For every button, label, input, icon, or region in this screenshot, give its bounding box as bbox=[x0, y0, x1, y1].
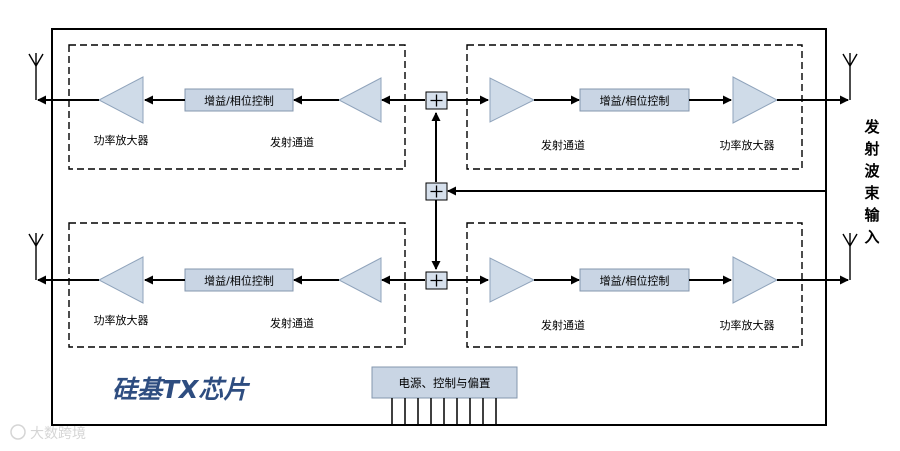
channel-top-right: 增益/相位控制 发射通道 功率放大器 bbox=[447, 76, 849, 152]
watermark-logo-icon bbox=[10, 424, 26, 440]
plus-icon bbox=[430, 274, 443, 287]
channel-bottom-left: 增益/相位控制 功率放大器 发射通道 bbox=[37, 256, 425, 330]
power-amp-icon bbox=[732, 76, 779, 124]
gain-phase-label: 增益/相位控制 bbox=[204, 274, 274, 288]
gain-phase-label: 增益/相位控制 bbox=[600, 94, 670, 108]
plus-icon bbox=[430, 94, 443, 107]
power-amp-label: 功率放大器 bbox=[720, 138, 775, 152]
gain-phase-label: 增益/相位控制 bbox=[600, 274, 670, 288]
watermark: 大数跨境 bbox=[10, 424, 86, 442]
channel-group-bottom-right bbox=[466, 222, 803, 348]
power-amp-icon bbox=[97, 256, 144, 304]
antenna-icon bbox=[842, 53, 858, 100]
antenna-icon bbox=[28, 233, 44, 280]
antenna-icon bbox=[842, 233, 858, 280]
chip-outline bbox=[51, 28, 827, 426]
power-amp-icon bbox=[97, 76, 144, 124]
driver-amp-icon bbox=[489, 77, 536, 123]
tx-channel-label: 发射通道 bbox=[270, 135, 314, 149]
plus-icon bbox=[430, 185, 443, 198]
watermark-text: 大数跨境 bbox=[30, 426, 86, 442]
power-amp-label: 功率放大器 bbox=[94, 133, 149, 147]
driver-amp-icon bbox=[337, 77, 382, 123]
power-control-bias: 电源、控制与偏置 bbox=[371, 366, 518, 426]
power-amp-label: 功率放大器 bbox=[720, 318, 775, 332]
channel-group-top-left bbox=[68, 44, 406, 170]
power-amp-label: 功率放大器 bbox=[94, 313, 149, 327]
driver-amp-icon bbox=[489, 257, 536, 303]
bias-pins bbox=[391, 398, 497, 426]
channel-top-left: 增益/相位控制 功率放大器 发射通道 bbox=[37, 76, 425, 149]
tx-channel-label: 发射通道 bbox=[270, 316, 314, 330]
power-control-block bbox=[371, 366, 518, 399]
antenna-icon bbox=[28, 53, 44, 100]
gain-phase-label: 增益/相位控制 bbox=[204, 94, 274, 108]
power-control-label: 电源、控制与偏置 bbox=[399, 376, 491, 390]
channel-group-bottom-left bbox=[68, 222, 406, 348]
tx-channel-label: 发射通道 bbox=[541, 138, 585, 152]
splitter-network bbox=[425, 91, 826, 290]
channel-bottom-right: 增益/相位控制 发射通道 功率放大器 bbox=[447, 256, 849, 332]
chip-title: 硅基TX芯片 bbox=[112, 375, 250, 404]
channel-group-top-right bbox=[466, 44, 803, 170]
power-amp-icon bbox=[732, 256, 779, 304]
beam-input-label: 发射波束输入 bbox=[863, 118, 880, 246]
driver-amp-icon bbox=[337, 257, 382, 303]
tx-channel-label: 发射通道 bbox=[541, 318, 585, 332]
